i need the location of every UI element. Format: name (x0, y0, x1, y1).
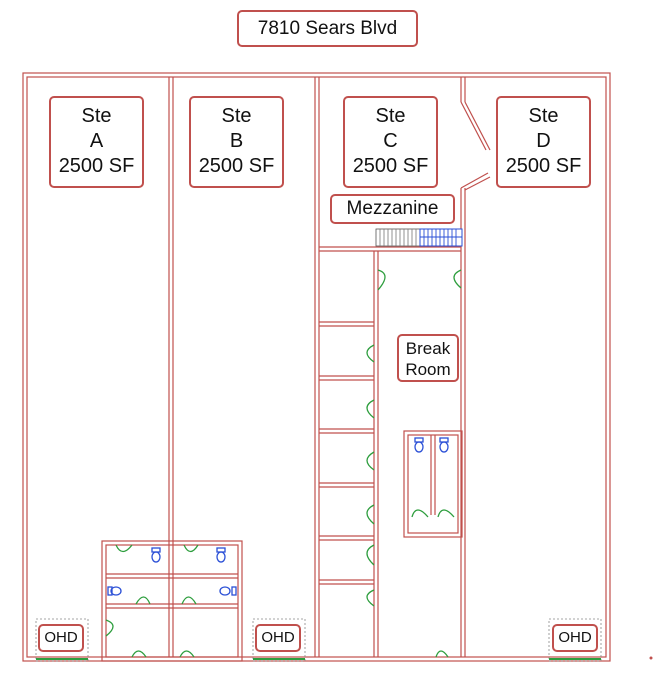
door-arc (366, 589, 375, 607)
door-arc (179, 650, 195, 658)
ohd-label-d: OHD (552, 624, 598, 652)
suite-size: 2500 SF (505, 155, 582, 177)
door-arc (377, 269, 386, 291)
ohd-label-b: OHD (255, 624, 301, 652)
door-arc (437, 509, 455, 518)
restroom-block (403, 430, 463, 538)
toilet-icon (216, 547, 226, 563)
suite-word: Ste (375, 105, 406, 127)
door-arc (366, 451, 375, 471)
stairs-lower (375, 228, 421, 247)
mezzanine-text: Mezzanine (346, 198, 439, 219)
door-arc (131, 650, 147, 658)
building-address: 7810 Sears Blvd (237, 10, 418, 47)
ohd-text: OHD (558, 629, 592, 646)
angled-wall (460, 101, 487, 151)
suite-c-label: Ste C 2500 SF (343, 96, 438, 188)
toilets (107, 437, 449, 596)
door-arc (411, 509, 429, 518)
door-arc (181, 596, 197, 605)
suite-letter: B (229, 130, 244, 152)
ohd-openings (35, 618, 602, 662)
outer-wall (22, 72, 611, 662)
break-room-line2: Room (405, 360, 451, 379)
suite-size: 2500 SF (58, 155, 135, 177)
door-arc (366, 344, 375, 363)
door-arc (366, 544, 375, 566)
suite-letter: C (383, 130, 398, 152)
suite-letter: D (536, 130, 551, 152)
door-arc (366, 504, 375, 525)
ohd-text: OHD (261, 629, 295, 646)
break-room-line1: Break (405, 339, 451, 358)
angled-wall-lower-inner (464, 176, 491, 191)
suite-word: Ste (221, 105, 252, 127)
toilet-icon (414, 437, 424, 453)
address-text: 7810 Sears Blvd (257, 18, 398, 39)
break-room-label: Break Room (397, 334, 459, 382)
suite-a-label: Ste A 2500 SF (49, 96, 144, 188)
suite-size: 2500 SF (352, 155, 429, 177)
door-arc (115, 544, 133, 553)
walls (22, 72, 611, 662)
restroom-block-ab (101, 540, 243, 662)
suite-word: Ste (528, 105, 559, 127)
suite-b-label: Ste B 2500 SF (189, 96, 284, 188)
mezzanine-label: Mezzanine (330, 194, 455, 224)
suite-letter: A (89, 130, 104, 152)
angled-wall-inner (464, 101, 491, 151)
outer-wall-inner (26, 76, 607, 658)
angled-wall-lower (460, 172, 489, 189)
restroom-block-inner (407, 434, 459, 534)
door-arc (435, 650, 449, 658)
door-arc (135, 596, 151, 605)
corner-mark (649, 656, 653, 660)
suite-word: Ste (81, 105, 112, 127)
doors (105, 269, 462, 658)
toilet-icon (107, 586, 122, 596)
toilet-icon (439, 437, 449, 453)
suite-size: 2500 SF (198, 155, 275, 177)
stairs (375, 228, 463, 247)
door-arc (183, 544, 199, 553)
restroom-block-ab-inner (105, 544, 239, 658)
toilet-icon (219, 586, 237, 596)
toilet-icon (151, 547, 161, 563)
ohd-label-a: OHD (38, 624, 84, 652)
suite-d-label: Ste D 2500 SF (496, 96, 591, 188)
door-arc (366, 399, 375, 419)
stairs-upper (419, 228, 463, 247)
door-arc (453, 269, 462, 289)
ohd-text: OHD (44, 629, 78, 646)
door-arc (105, 619, 114, 637)
